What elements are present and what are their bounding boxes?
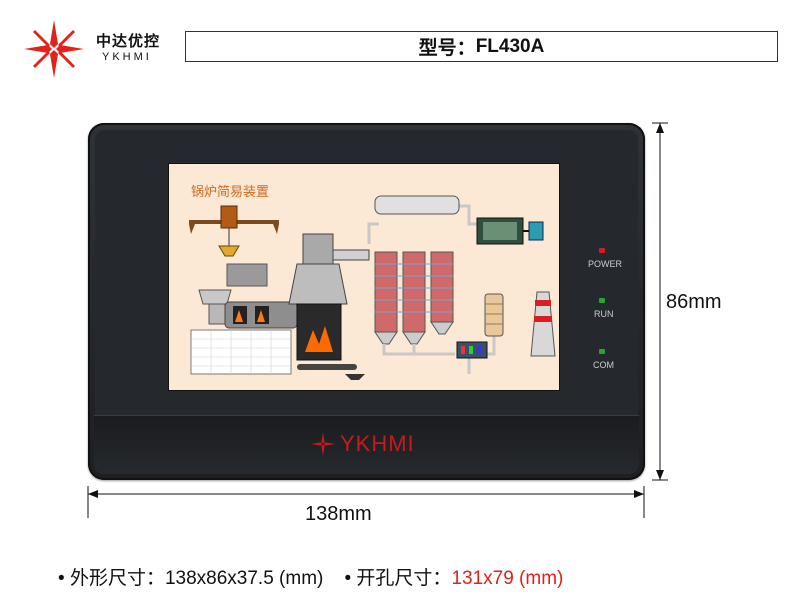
feeder-icon xyxy=(198,289,298,329)
model-label: 型号： xyxy=(418,38,476,59)
turbine-generator-icon xyxy=(476,217,544,245)
brand-star-icon xyxy=(24,20,84,78)
crane-icon xyxy=(189,205,279,257)
chimney-icon xyxy=(530,291,556,357)
led-run-label: RUN xyxy=(594,309,614,319)
led-com-label: COM xyxy=(593,360,614,370)
led-run xyxy=(599,298,605,303)
bezel-star-icon xyxy=(310,432,336,456)
hopper-block xyxy=(226,263,268,287)
model-value: FL430A xyxy=(475,35,545,57)
led-com xyxy=(599,349,605,354)
hmi-device: 锅炉简易装置 xyxy=(88,123,645,480)
led-power-label: POWER xyxy=(588,259,623,269)
outer-size-value: 138x86x37.5 (mm) xyxy=(164,568,324,589)
brand-logo-block: 中达优控 YKHMI xyxy=(22,18,172,80)
device-bottom-bar xyxy=(94,415,639,474)
cutout-size-label: 开孔尺寸： xyxy=(356,568,452,589)
height-dimension-label: 86mm xyxy=(666,291,722,313)
boiler-scene-graphic: 锅炉简易装置 xyxy=(189,184,556,380)
trend-chart-panel xyxy=(190,329,292,375)
cutout-size-value: 131x79 (mm) xyxy=(451,568,564,589)
heat-exchanger-icon xyxy=(374,251,454,345)
pipe-network xyxy=(367,204,496,374)
spec-line: • 外形尺寸：138x86x37.5 (mm) • 开孔尺寸：131x79 (m… xyxy=(58,563,563,590)
brand-name-en: YKHMI xyxy=(102,51,152,63)
control-panel-icon xyxy=(456,341,488,359)
boiler-tower-icon xyxy=(288,233,370,361)
screen-title: 锅炉简易装置 xyxy=(191,184,269,200)
steam-drum-icon xyxy=(374,195,460,215)
spec-bullet-2: • xyxy=(344,568,352,589)
filter-cylinder-icon xyxy=(484,293,504,337)
model-title-box: 型号： FL430A xyxy=(185,31,778,62)
brand-name-cn: 中达优控 xyxy=(96,33,161,50)
device-screen: 锅炉简易装置 xyxy=(168,163,560,391)
width-dimension-label: 138mm xyxy=(305,503,372,525)
outer-size-label: 外形尺寸： xyxy=(69,568,165,589)
conveyor-icon xyxy=(297,364,365,380)
spec-bullet-1: • xyxy=(58,568,65,589)
bezel-logo-text: YKHMI xyxy=(340,431,415,456)
bezel-logo: YKHMI xyxy=(310,431,415,457)
led-power xyxy=(599,248,605,253)
